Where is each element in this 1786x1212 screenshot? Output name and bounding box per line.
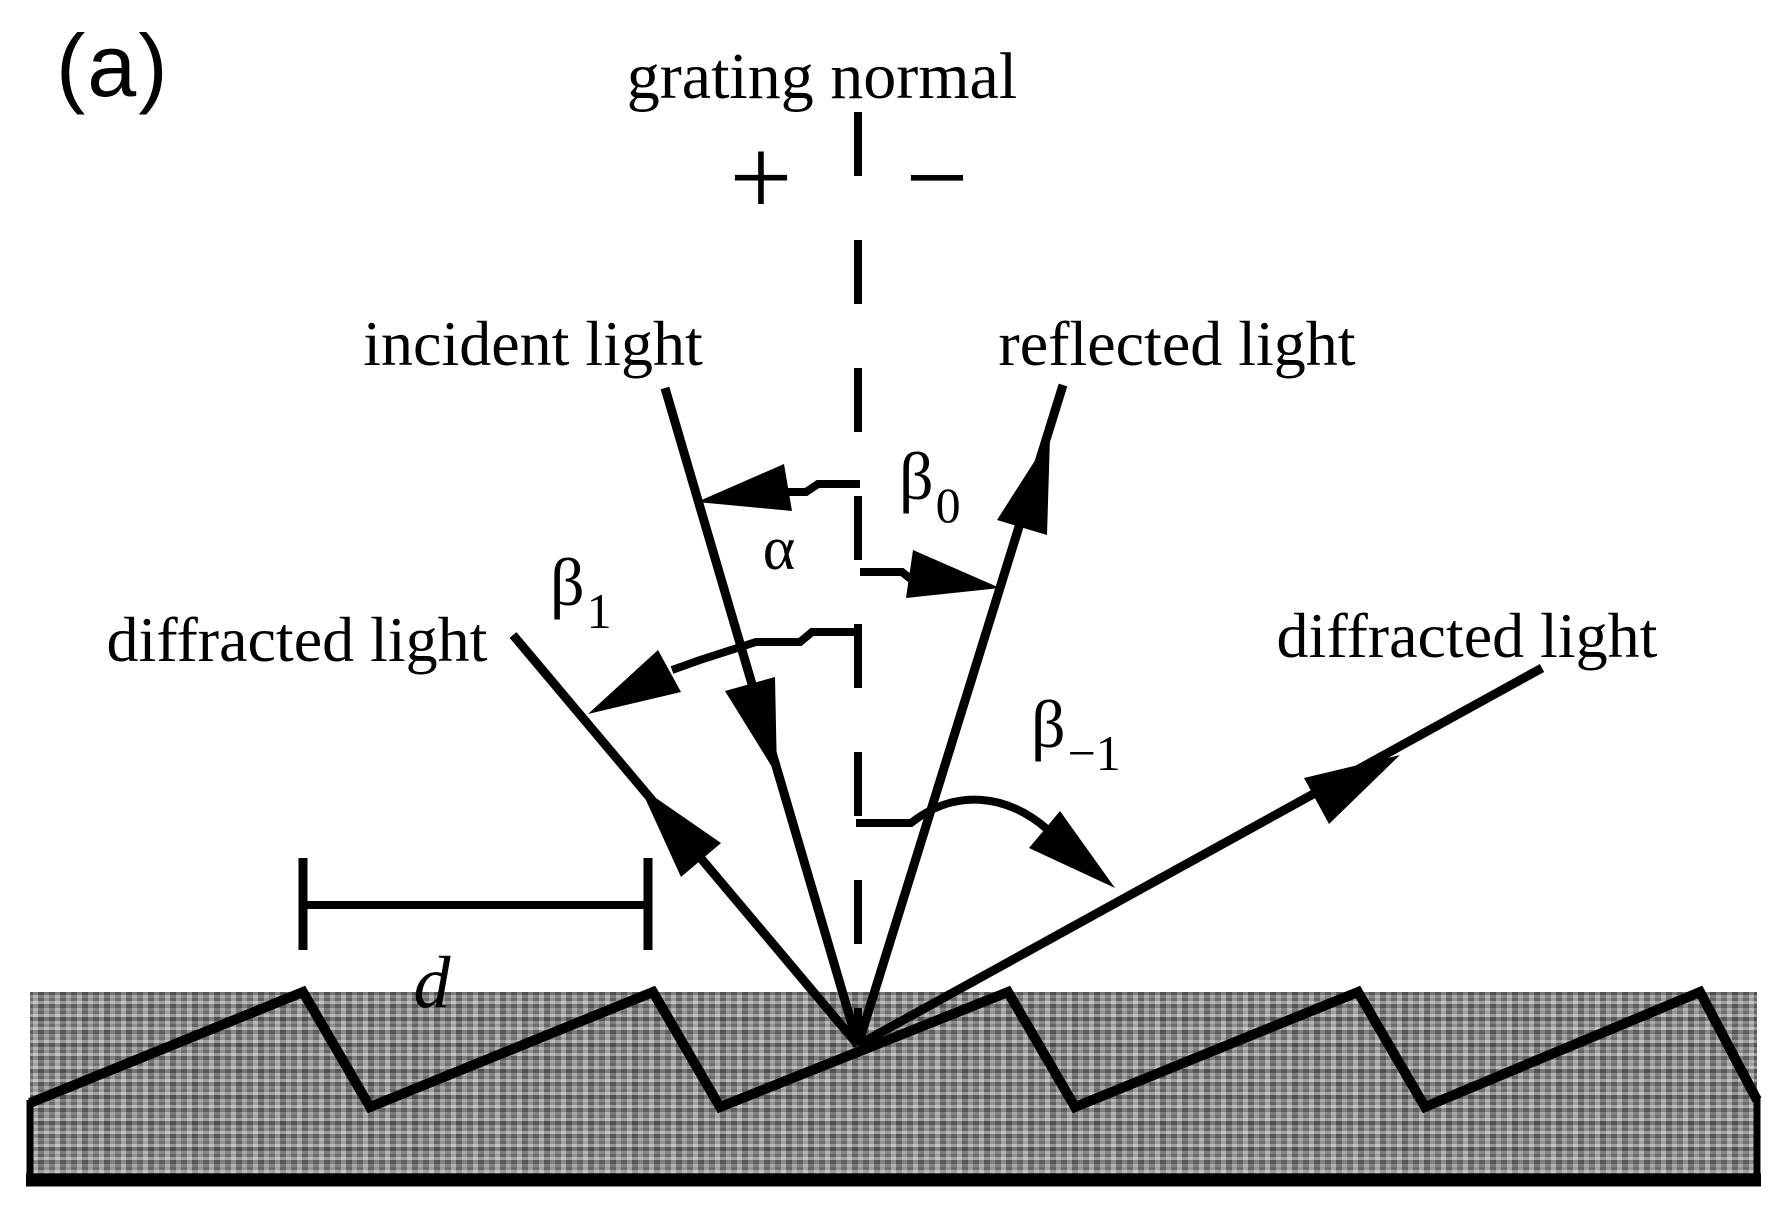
beta0-symbol: β (899, 438, 934, 514)
diffracted-ray-right (855, 664, 1545, 1049)
beta-minus1-angle-arrow (856, 795, 1115, 888)
diffracted-ray-right-arrowhead (1304, 755, 1400, 824)
beta0-angle-arrow (860, 550, 1000, 598)
incident-ray (660, 386, 863, 1047)
diffracted-ray-left-arrowhead (640, 787, 721, 877)
groove-spacing-label: d (413, 942, 451, 1024)
beta1-angle-arrow (588, 628, 857, 714)
diffracted-light-left-label: diffracted light (106, 604, 488, 675)
reflected-ray-arrowhead (997, 437, 1050, 535)
beta1-symbol: β (550, 544, 585, 620)
beta0-angle-label: β 0 (899, 442, 961, 530)
beta-minus1-symbol: β (1031, 686, 1066, 762)
beta-minus1-subscript: −1 (1067, 725, 1121, 781)
minus-sign: − (905, 116, 969, 240)
grating-surface-profile (28, 985, 1762, 1114)
diffracted-light-right-label: diffracted light (1276, 600, 1658, 671)
beta-minus1-angle-label: β −1 (1031, 690, 1121, 778)
alpha-angle-arrow (697, 464, 860, 511)
grating-normal-label: grating normal (626, 40, 1018, 113)
plus-sign: + (729, 116, 793, 240)
reflected-ray (853, 383, 1068, 1047)
reflected-light-label: reflected light (998, 308, 1356, 379)
incident-ray-arrowhead (725, 677, 777, 775)
beta1-angle-label: β 1 (550, 548, 612, 636)
groove-spacing-bracket (298, 858, 653, 950)
incident-light-label: incident light (363, 308, 703, 379)
alpha-angle-label: α (762, 515, 796, 583)
beta0-subscript: 0 (935, 477, 961, 533)
diffracted-ray-left (509, 632, 862, 1048)
beta1-subscript: 1 (586, 583, 612, 639)
panel-label: (a) (56, 16, 170, 115)
